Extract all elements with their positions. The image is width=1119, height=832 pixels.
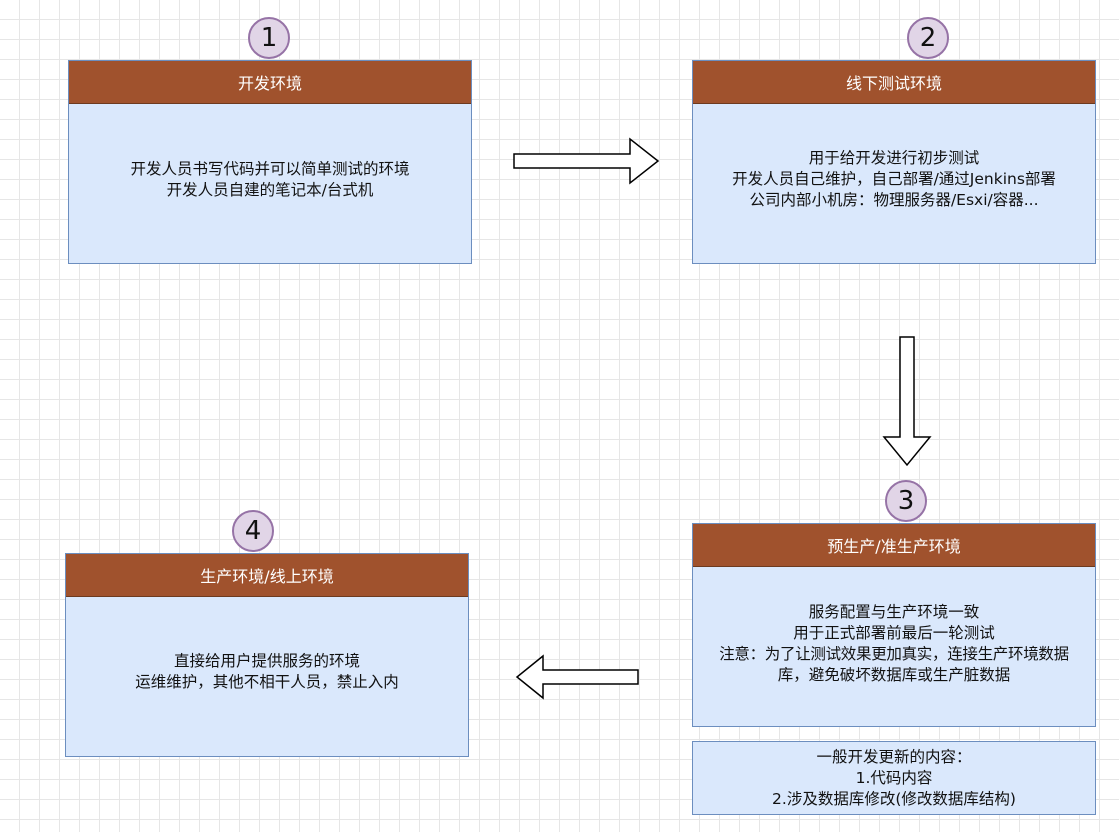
arrow-right-icon: [513, 137, 660, 185]
step-2-number-badge: 2: [907, 17, 949, 59]
update-content-note: 一般开发更新的内容： 1.代码内容 2.涉及数据库修改(修改数据库结构): [692, 741, 1096, 815]
step-4-card: 生产环境/线上环境 直接给用户提供服务的环境 运维维护，其他不相干人员，禁止入内: [65, 553, 469, 757]
step-2-line: 开发人员自己维护，自己部署/通过Jenkins部署: [732, 170, 1056, 188]
step-4-title: 生产环境/线上环境: [66, 554, 468, 597]
step-1-number-badge: 1: [248, 17, 290, 59]
step-3-line: 服务配置与生产环境一致: [808, 602, 980, 621]
step-1-line: 开发人员书写代码并可以简单测试的环境: [130, 159, 410, 178]
step-4-line: 直接给用户提供服务的环境: [173, 651, 360, 670]
step-2-line: 用于给开发进行初步测试: [808, 149, 980, 167]
step-1-card: 开发环境 开发人员书写代码并可以简单测试的环境 开发人员自建的笔记本/台式机: [68, 60, 472, 264]
step-1-number: 1: [260, 23, 278, 53]
note-line: 1.代码内容: [855, 768, 933, 787]
step-2-number: 2: [919, 23, 937, 53]
step-3-line: 用于正式部署前最后一轮测试: [793, 623, 995, 642]
arrow-down-icon: [882, 336, 932, 467]
step-3-body: 服务配置与生产环境一致 用于正式部署前最后一轮测试 注意：为了让测试效果更加真实…: [693, 567, 1095, 726]
step-2-body: 用于给开发进行初步测试 开发人员自己维护，自己部署/通过Jenkins部署 公司…: [693, 104, 1095, 263]
note-line: 2.涉及数据库修改(修改数据库结构): [772, 789, 1016, 808]
step-3-title: 预生产/准生产环境: [693, 524, 1095, 567]
step-3-line: 注意：为了让测试效果更加真实，连接生产环境数据: [719, 644, 1069, 663]
step-4-line: 运维维护，其他不相干人员，禁止入内: [135, 672, 399, 691]
step-3-card: 预生产/准生产环境 服务配置与生产环境一致 用于正式部署前最后一轮测试 注意：为…: [692, 523, 1096, 727]
step-4-body: 直接给用户提供服务的环境 运维维护，其他不相干人员，禁止入内: [66, 597, 468, 756]
step-1-title: 开发环境: [69, 61, 471, 104]
step-3-line: 库，避免破坏数据库或生产脏数据: [777, 665, 1011, 684]
step-2-line: 公司内部小机房：物理服务器/Esxi/容器...: [749, 191, 1039, 209]
step-4-number-badge: 4: [232, 510, 274, 552]
note-line: 一般开发更新的内容：: [816, 747, 972, 766]
arrow-left-icon: [515, 654, 639, 700]
step-2-title: 线下测试环境: [693, 61, 1095, 104]
step-3-number-badge: 3: [885, 480, 927, 522]
step-4-number: 4: [244, 516, 262, 546]
step-3-number: 3: [897, 486, 915, 516]
step-1-line: 开发人员自建的笔记本/台式机: [166, 180, 374, 199]
step-2-card: 线下测试环境 用于给开发进行初步测试 开发人员自己维护，自己部署/通过Jenki…: [692, 60, 1096, 264]
step-1-body: 开发人员书写代码并可以简单测试的环境 开发人员自建的笔记本/台式机: [69, 104, 471, 263]
